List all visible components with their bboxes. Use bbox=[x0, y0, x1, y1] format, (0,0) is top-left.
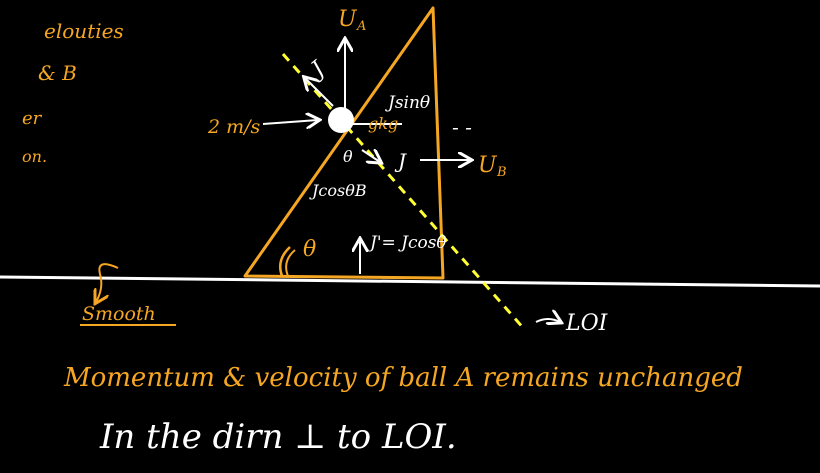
wedge-angle-arc bbox=[279, 246, 291, 277]
loi-pointer bbox=[535, 319, 560, 322]
jcos-label: JcosθB bbox=[309, 181, 367, 200]
jsin-label: Jsinθ bbox=[385, 93, 430, 113]
contact-angle-label: θ bbox=[343, 147, 353, 166]
note-on: on. bbox=[22, 147, 47, 166]
j-prime-label: J'= Jcosθ bbox=[367, 233, 447, 253]
loi-label: LOI bbox=[565, 311, 609, 336]
ub-subscript: B bbox=[496, 165, 507, 180]
ua-label: U bbox=[338, 7, 358, 32]
note-er: er bbox=[22, 108, 43, 129]
impulse-j-arrow bbox=[305, 78, 334, 107]
wedge-angle-label: θ bbox=[303, 237, 316, 262]
ua-subscript: A bbox=[356, 19, 366, 34]
smooth-pointer bbox=[96, 263, 119, 302]
wedge-triangle bbox=[243, 6, 445, 280]
note-velocities: elouties bbox=[44, 19, 124, 43]
conclusion-line-1: Momentum & velocity of ball A remains un… bbox=[63, 363, 743, 393]
dashes: - - bbox=[452, 115, 472, 139]
line-of-impact bbox=[281, 53, 527, 331]
ground-line bbox=[0, 275, 820, 288]
smooth-label: Smooth bbox=[82, 303, 156, 325]
jsin-mass-note: gkg bbox=[368, 114, 398, 133]
note-and-b: & B bbox=[38, 61, 77, 85]
ball-a bbox=[328, 107, 354, 133]
impulse-j-wedge-arrow bbox=[361, 150, 380, 162]
impulse-j-wedge-label: J bbox=[394, 149, 407, 173]
ub-label: U bbox=[478, 153, 498, 178]
wedge-angle-arc-inner bbox=[285, 249, 296, 277]
speed-arrow bbox=[262, 120, 318, 124]
conclusion-line-2: In the dirn ⊥ to LOI. bbox=[99, 417, 457, 457]
speed-label: 2 m/s bbox=[207, 116, 261, 138]
